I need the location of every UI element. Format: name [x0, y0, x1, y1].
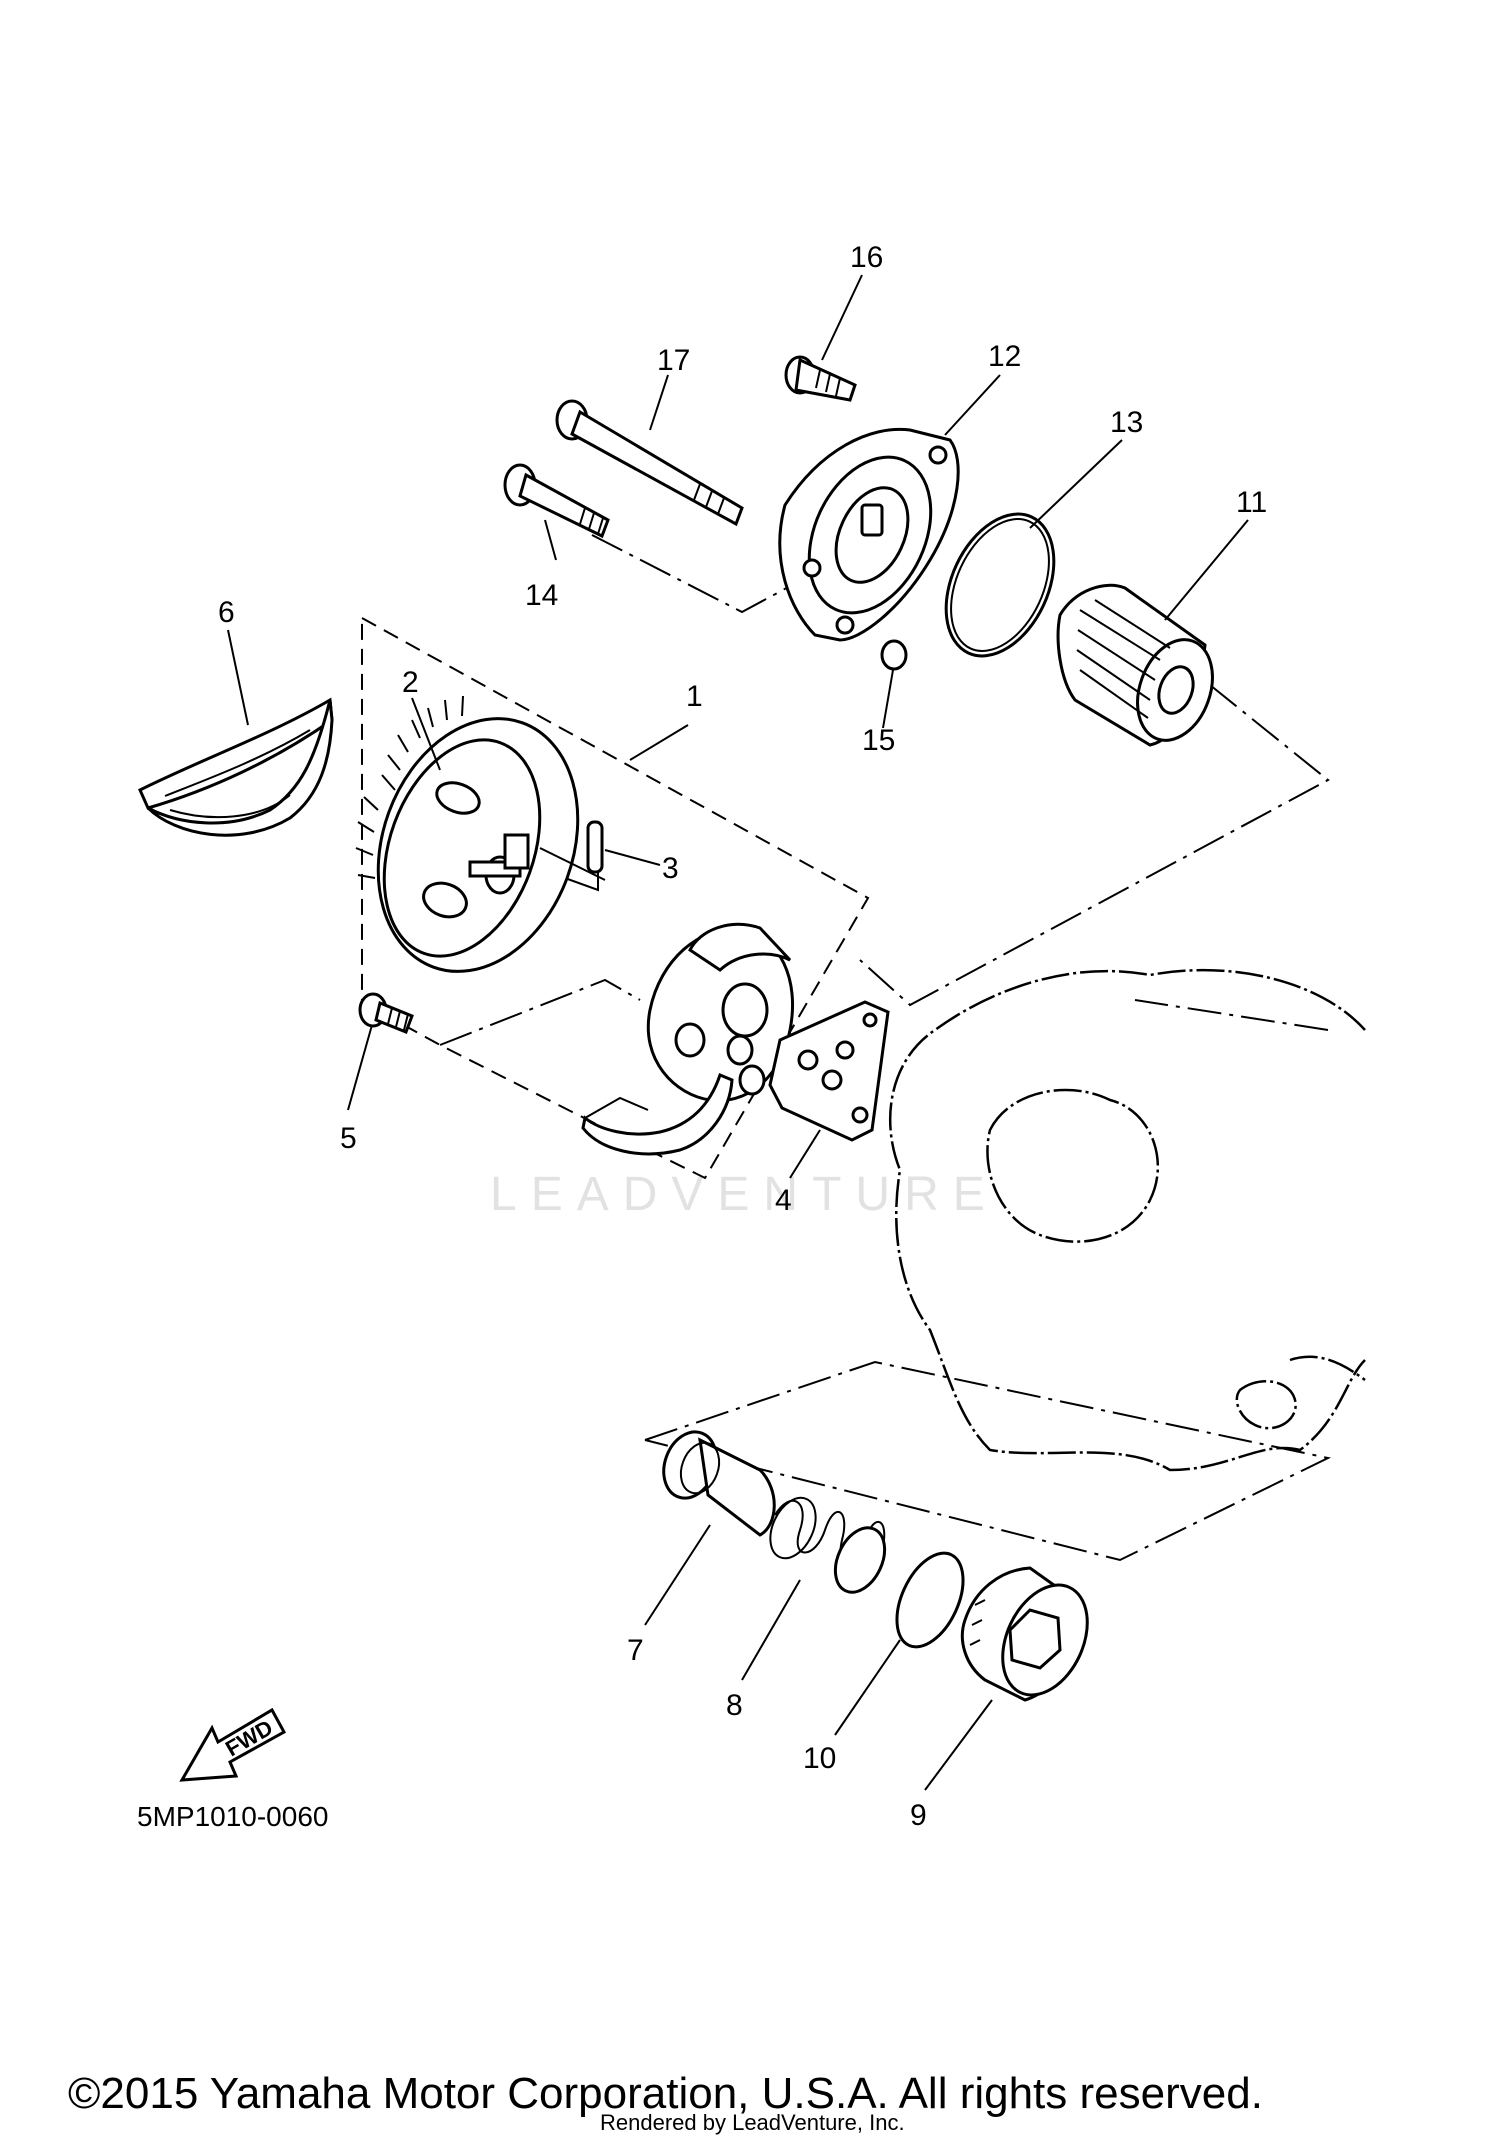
callout-3: 3 [662, 852, 679, 885]
part-10-o-ring [895, 1551, 965, 1649]
callout-6: 6 [218, 596, 235, 629]
callout-5: 5 [340, 1122, 357, 1155]
crankcase-outline [888, 968, 1366, 1472]
part-6-cap [138, 697, 334, 837]
callout-12: 12 [988, 340, 1021, 373]
part-15-small-o-ring [880, 639, 908, 671]
part-13-o-ring [944, 512, 1056, 658]
callout-14: 14 [525, 579, 558, 612]
part-2-gear [355, 695, 580, 973]
part-4-gasket [768, 1000, 890, 1142]
part-17-long-bolt [555, 399, 744, 527]
pump-lower-cap [581, 1072, 734, 1156]
part-8-spring [769, 1496, 887, 1594]
callout-1: 1 [686, 680, 703, 713]
oil-pump-body [646, 923, 795, 1103]
part-12-filter-cover [778, 427, 960, 642]
callout-11: 11 [1236, 486, 1267, 519]
part-14-bolt [503, 463, 610, 539]
rendered-by-notice: Rendered by LeadVenture, Inc. [600, 2110, 905, 2135]
fwd-arrow-icon: FWD [179, 1707, 287, 1782]
callout-8: 8 [726, 1689, 743, 1722]
watermark-text: LEADVENTURE [490, 1168, 999, 1221]
callout-4: 4 [775, 1184, 792, 1217]
part-3-pin [586, 820, 604, 874]
callout-2: 2 [402, 666, 419, 699]
part-11-oil-filter [1056, 583, 1214, 747]
copyright-notice: ©2015 Yamaha Motor Corporation, U.S.A. A… [68, 2069, 1263, 2118]
callout-15: 15 [862, 724, 895, 757]
callout-16: 16 [850, 241, 883, 274]
callout-13: 13 [1110, 406, 1143, 439]
callout-leaders [227, 274, 1249, 1791]
part-7-strainer [662, 1430, 776, 1537]
part-9-drain-plug [960, 1566, 1089, 1702]
callout-17: 17 [657, 344, 690, 377]
diagram-code: 5MP1010-0060 [137, 1801, 328, 1832]
part-16-bolt [784, 355, 857, 402]
part-5-screw [358, 992, 414, 1034]
callout-9: 9 [910, 1799, 927, 1832]
callout-7: 7 [627, 1634, 644, 1667]
callout-10: 10 [803, 1742, 836, 1775]
